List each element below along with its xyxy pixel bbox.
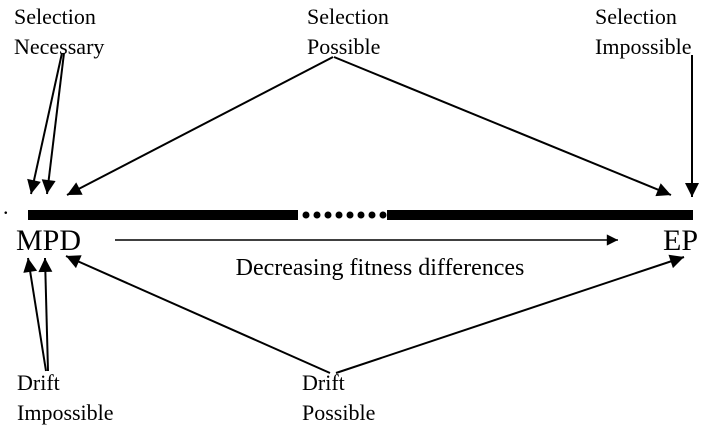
- label-line: Drift: [17, 370, 60, 395]
- bar-dot: [368, 211, 376, 219]
- axis-caption: Decreasing fitness differences: [235, 255, 525, 281]
- label-line: Necessary: [14, 34, 105, 59]
- continuum-bar-right-segment: [387, 210, 693, 220]
- arrow-drift-impossible-left: [23, 257, 47, 372]
- label-selection-impossible: Selection Impossible: [595, 2, 692, 62]
- label-line: Drift: [302, 370, 345, 395]
- endpoint-mpd: MPD: [16, 224, 82, 257]
- arrow-drift-impossible-right: [38, 257, 53, 372]
- label-drift-possible: Drift Possible: [302, 368, 375, 428]
- bar-dot: [379, 211, 387, 219]
- label-line: Selection: [14, 4, 96, 29]
- label-drift-impossible: Drift Impossible: [17, 368, 114, 428]
- bar-dot: [335, 211, 343, 219]
- bar-dot: [357, 211, 365, 219]
- continuum-bar-dotted-segment: [302, 211, 387, 219]
- arrow-selection-possible-to-mpd: [66, 56, 334, 196]
- bar-dot: [302, 211, 310, 219]
- stray-dot: .: [3, 194, 9, 219]
- label-selection-possible: Selection Possible: [307, 2, 389, 62]
- bar-dot: [346, 211, 354, 219]
- label-line: Selection: [595, 4, 677, 29]
- bar-dot: [324, 211, 332, 219]
- continuum-bar-left-segment: [28, 210, 298, 220]
- arrow-selection-necessary-right: [41, 52, 65, 195]
- label-line: Possible: [302, 400, 376, 425]
- label-line: Possible: [307, 34, 381, 59]
- arrow-selection-necessary-left: [27, 52, 63, 195]
- label-line: Selection: [307, 4, 389, 29]
- bar-dot: [313, 211, 321, 219]
- label-line: Impossible: [17, 400, 114, 425]
- label-selection-necessary: Selection Necessary: [14, 2, 104, 62]
- arrow-selection-possible-to-ep: [333, 56, 672, 197]
- label-line: Impossible: [595, 34, 692, 59]
- continuum-bar: [28, 210, 693, 220]
- endpoint-ep: EP: [663, 224, 699, 257]
- arrow-drift-possible-to-ep: [335, 254, 685, 374]
- arrow-drift-possible-to-mpd: [65, 255, 331, 374]
